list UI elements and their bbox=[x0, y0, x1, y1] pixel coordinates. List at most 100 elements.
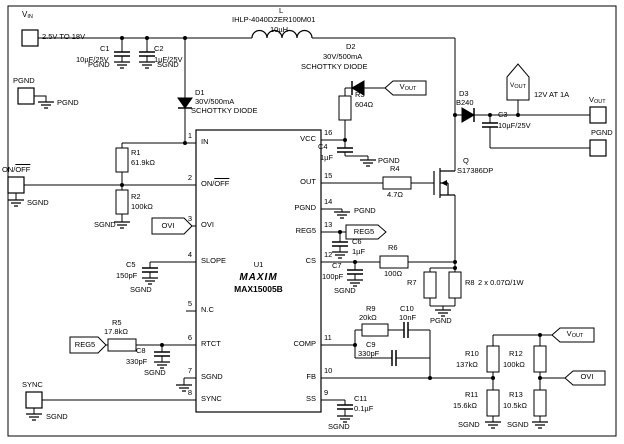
ic-pin-label-fb: FB bbox=[306, 372, 316, 381]
ic-pin-label-cs: CS bbox=[305, 256, 316, 265]
ic-pin-label-vcc: VCC bbox=[300, 134, 316, 143]
ic-pin-number-15: 15 bbox=[324, 171, 333, 180]
terminal-boxes bbox=[7, 29, 607, 409]
r4-value-label: 4.7Ω bbox=[387, 190, 404, 199]
reg5-input-flag bbox=[69, 336, 107, 354]
r12-resistor-symbol bbox=[533, 345, 547, 373]
r8-ref-label: R8 bbox=[465, 278, 475, 287]
ic-body bbox=[195, 129, 322, 413]
ic-pin-number-6: 6 bbox=[187, 333, 192, 342]
ic-pin-number-9: 9 bbox=[324, 388, 329, 397]
l-part-label: IHLP-4040DZER100M01 bbox=[232, 15, 316, 24]
capacitor-symbols bbox=[114, 51, 498, 410]
pgnd-in-label: PGND bbox=[13, 76, 35, 85]
c2-capacitor-symbol bbox=[139, 51, 155, 57]
c7-gnd-label: SGND bbox=[334, 286, 356, 295]
q-mosfet-symbol bbox=[433, 168, 455, 198]
c1-value-label: 10µF/25V bbox=[76, 55, 109, 64]
r13-resistor-symbol bbox=[533, 389, 547, 417]
ic-pin-label-comp: COMP bbox=[293, 339, 317, 348]
c8-gnd-label: SGND bbox=[144, 368, 166, 377]
r9-ref-label: R9 bbox=[366, 304, 376, 313]
vout-flag-right-label: VOUT bbox=[566, 329, 584, 339]
r1-value-label: 61.9kΩ bbox=[131, 158, 155, 167]
r11-resistor-symbol bbox=[486, 389, 500, 417]
ic-pin-label-ovi: OVI bbox=[201, 220, 214, 229]
r9-resistor-symbol bbox=[361, 323, 389, 337]
r10-value-label: 137kΩ bbox=[456, 360, 478, 369]
r2-ref-label: R2 bbox=[131, 192, 141, 201]
ic-pin-label-reg5: REG5 bbox=[295, 226, 316, 235]
sync-terminal-box bbox=[25, 391, 43, 409]
c9-value-label: 330pF bbox=[358, 349, 380, 358]
c7-value-label: 100pF bbox=[322, 272, 344, 281]
c11-gnd-label: SGND bbox=[328, 422, 350, 431]
r1-resistor-symbol bbox=[115, 147, 129, 173]
r10-resistor-symbol bbox=[486, 345, 500, 373]
reg5-input-flag-label: REG5 bbox=[74, 340, 96, 349]
r8-resistor-symbol bbox=[448, 271, 462, 299]
ic-pin-number-12: 12 bbox=[324, 250, 333, 259]
diode-symbols bbox=[177, 80, 475, 123]
c7-capacitor-symbol bbox=[347, 269, 363, 275]
r2-resistor-symbol bbox=[115, 189, 129, 215]
ic-ref-label: U1 bbox=[253, 260, 264, 269]
c7-ref-label: C7 bbox=[332, 261, 342, 270]
resistor-symbols bbox=[107, 95, 547, 417]
c10-capacitor-symbol bbox=[403, 322, 409, 338]
ovi-output-flag-label: OVI bbox=[580, 372, 594, 381]
c6-value-label: 1µF bbox=[352, 247, 366, 256]
c2-value-label: 1µF/25V bbox=[154, 55, 183, 64]
d3-diode-symbol bbox=[461, 107, 475, 123]
vout-flag-up-label: VOUT bbox=[510, 82, 526, 90]
ic-pin-number-3: 3 bbox=[187, 214, 192, 223]
ic-pin-number-7: 7 bbox=[187, 366, 192, 375]
r12-value-label: 100kΩ bbox=[503, 360, 525, 369]
vout-flag-d2-label: VOUT bbox=[399, 82, 417, 92]
d3-part-label: B240 bbox=[456, 98, 474, 107]
c4-gnd-label: PGND bbox=[378, 156, 400, 165]
r12-ref-label: R12 bbox=[509, 349, 523, 358]
c10-value-label: 10nF bbox=[399, 313, 417, 322]
r6-ref-label: R6 bbox=[388, 243, 398, 252]
c5-capacitor-symbol bbox=[142, 267, 158, 273]
r7-ref-label: R7 bbox=[407, 278, 417, 287]
ovi-output-flag bbox=[564, 370, 606, 386]
sync-gnd-label: SGND bbox=[46, 412, 68, 421]
ic-pin-number-13: 13 bbox=[324, 220, 333, 229]
signal-flags bbox=[69, 63, 606, 386]
vout-terminal-label: VOUT bbox=[589, 95, 606, 105]
c1-gnd-label: PGND bbox=[88, 60, 110, 69]
c6-ref-label: C6 bbox=[352, 237, 362, 246]
r7-resistor-symbol bbox=[423, 271, 437, 299]
r13-ref-label: R13 bbox=[509, 390, 523, 399]
ic-pin-label-ss: SS bbox=[305, 394, 316, 403]
pgnd-in-terminal-box bbox=[17, 87, 35, 105]
vout-flag-d2 bbox=[384, 80, 427, 96]
r7r8-gnd-label: PGND bbox=[430, 316, 452, 325]
reg5-output-flag-label: REG5 bbox=[353, 227, 375, 236]
ic-pin-number-5: 5 bbox=[187, 299, 192, 308]
c3-value-label: 10µF/25V bbox=[498, 121, 531, 130]
c9-ref-label: C9 bbox=[366, 340, 376, 349]
d2-ref-label: D2 bbox=[346, 42, 356, 51]
r11-gnd-label: SGND bbox=[458, 420, 480, 429]
c4-ref-label: C4 bbox=[318, 142, 328, 151]
vout-flag-up bbox=[506, 63, 530, 101]
onoff-terminal-box bbox=[7, 176, 25, 194]
vin-range-label: 2.5V TO 18V bbox=[42, 32, 86, 41]
l-ref-label: L bbox=[279, 6, 284, 15]
ic-pin-number-10: 10 bbox=[324, 366, 333, 375]
vout-note-label: 12V AT 1A bbox=[534, 90, 570, 99]
ic-part-label: MAX15005B bbox=[234, 284, 283, 294]
maxim-logo: MAXIM bbox=[239, 272, 278, 283]
c2-gnd-label: SGND bbox=[157, 60, 179, 69]
r2-value-label: 100kΩ bbox=[131, 202, 153, 211]
l-value-label: 10µH bbox=[270, 25, 289, 34]
c10-ref-label: C10 bbox=[400, 304, 414, 313]
r13-gnd-label: SGND bbox=[507, 420, 529, 429]
pin14-gnd-label: PGND bbox=[354, 206, 376, 215]
ic-pin-number-1: 1 bbox=[187, 131, 192, 140]
